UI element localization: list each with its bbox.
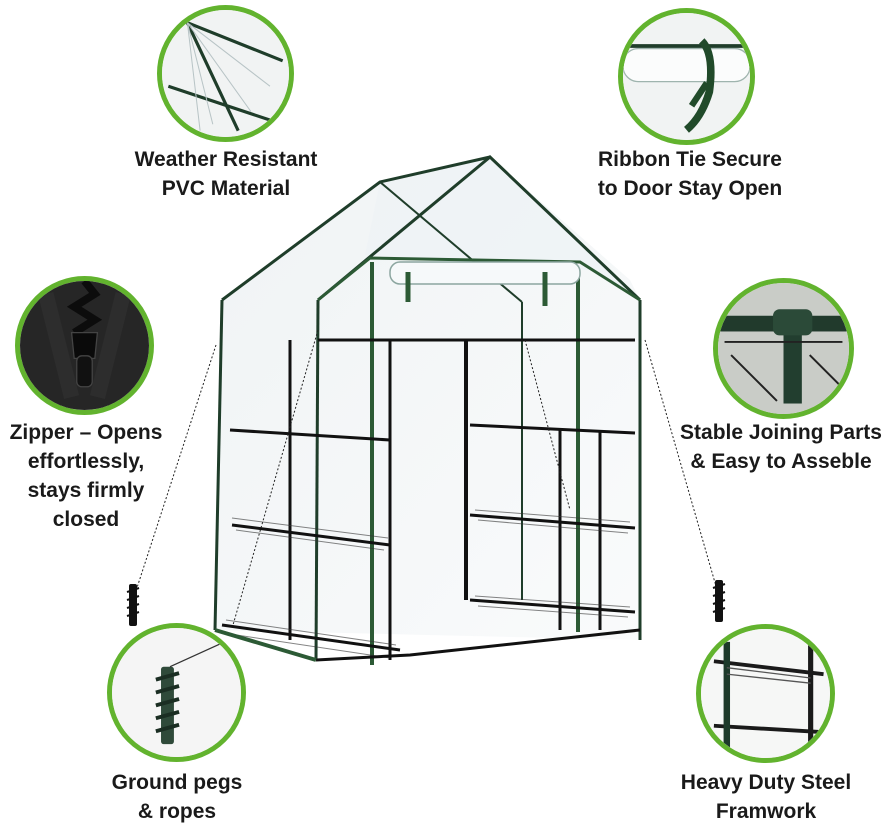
caption-line: to Door Stay Open [597,177,783,200]
caption-line: Weather Resistant [134,148,318,171]
caption-pegs: Ground pegs & ropes [86,768,268,826]
caption-line: PVC Material [161,177,291,200]
ground-peg-icon [107,623,246,762]
caption-line: Ribbon Tie Secure [598,148,782,171]
caption-line: & Easy to Asseble [690,450,872,473]
caption-line: Heavy Duty Steel [680,771,852,794]
caption-line: closed [52,508,120,531]
ribbon-tie-icon [618,8,755,145]
caption-line: stays firmly [27,479,145,502]
caption-line: Stable Joining Parts [680,421,882,444]
caption-line: Zipper – Opens [9,421,163,444]
caption-joining: Stable Joining Parts & Easy to Asseble [668,418,894,476]
caption-weather: Weather Resistant PVC Material [110,145,342,203]
caption-line: effortlessly, [27,450,145,473]
steel-frame-icon [696,624,835,763]
caption-steel: Heavy Duty Steel Framwork [658,768,874,826]
caption-ribbon: Ribbon Tie Secure to Door Stay Open [570,145,810,203]
caption-line: Ground pegs [111,771,243,794]
pvc-sheet-icon [157,5,294,142]
caption-zipper: Zipper – Opens effortlessly, stays firml… [0,418,172,534]
caption-line: Framwork [715,800,817,823]
caption-line: & ropes [137,800,217,823]
joint-connector-icon [713,278,854,419]
zipper-icon [15,276,154,415]
